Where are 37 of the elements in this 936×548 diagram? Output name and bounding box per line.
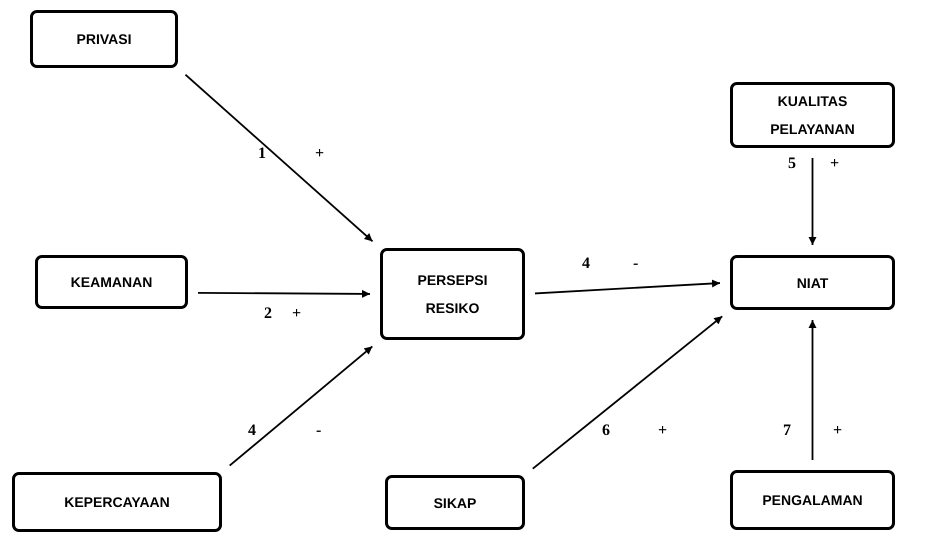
path-label: + [830, 155, 840, 173]
path-label: 1 [258, 145, 266, 163]
path-label: + [292, 305, 302, 323]
path-label: + [658, 422, 668, 440]
path-label: 2 [264, 305, 272, 323]
concept-label: KUALITAS PELAYANAN [769, 92, 856, 139]
concept-box [12, 472, 222, 532]
arrow [229, 346, 373, 466]
concept-label: SIKAP [432, 494, 478, 512]
path-label: 6 [602, 422, 610, 440]
arrow [198, 290, 370, 298]
arrow [808, 320, 816, 460]
path-label: 5 [788, 155, 796, 173]
path-label: 4 [248, 422, 256, 440]
path-label: - [316, 422, 322, 440]
arrow [184, 74, 374, 242]
concept-box [380, 248, 525, 340]
concept-box [730, 255, 895, 310]
arrow [808, 158, 816, 245]
concept-box [385, 475, 525, 530]
path-label: 7 [783, 422, 791, 440]
concept-box [30, 10, 178, 68]
concept-box [35, 255, 188, 309]
concept-label: NIAT [796, 274, 830, 292]
concept-box [730, 82, 895, 148]
path-label: - [633, 255, 638, 273]
concept-label: PERSEPSI RESIKO [416, 271, 489, 318]
arrow [532, 316, 723, 470]
concept-label: PRIVASI [76, 30, 132, 49]
concept-label: KEAMANAN [70, 273, 154, 292]
path-label: 4 [582, 255, 590, 273]
concept-label: PENGALAMAN [761, 491, 864, 510]
arrow [534, 280, 720, 294]
path-label: + [833, 422, 842, 440]
concept-box [730, 470, 895, 530]
concept-label: KEPERCAYAAN [63, 493, 171, 512]
path-label: + [315, 145, 324, 163]
